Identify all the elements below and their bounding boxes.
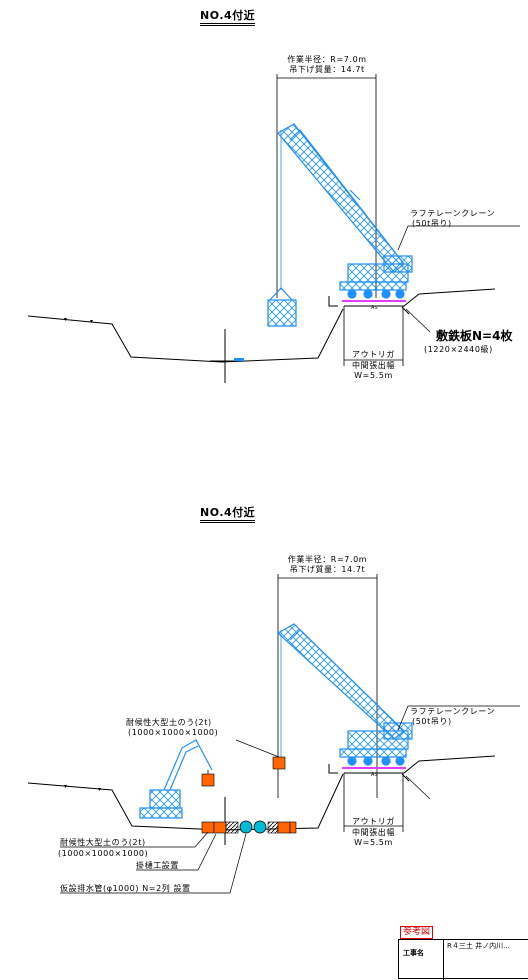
crane-capacity-label-2: (50t吊り) <box>412 717 452 726</box>
outrigger-label-2: アウトリガ <box>352 817 395 826</box>
diagram-1: ▾ ▾ <box>27 74 520 383</box>
radius-dimension-2 <box>277 574 378 798</box>
sandbag-row <box>201 821 297 834</box>
reference-tag: 参考図 <box>400 926 434 939</box>
ground-profile-1: ▾ ▾ <box>27 288 496 383</box>
work-radius-label-2: 作業半径：R=7.0m <box>287 555 368 564</box>
reference-divider <box>443 940 444 980</box>
lift-mass-label-2: 吊下げ質量：14.7t <box>289 565 366 574</box>
gutter-label: 掛樋工設置 <box>136 861 179 870</box>
svg-text:▾: ▾ <box>90 318 93 325</box>
sandbag-lower-label: 耐候性大型土のう(2t) <box>60 838 146 847</box>
lift-mass-label-1: 吊下げ質量：14.7t <box>289 65 365 74</box>
crane-icon <box>276 623 413 766</box>
reference-col2: R４三土 井ノ内川... <box>447 942 510 950</box>
drain-pipe-label: 仮設排水管(φ1000) N=2列 設置 <box>60 884 191 893</box>
work-radius-label-1: 作業半径：R=7.0m <box>287 55 367 64</box>
sandbag-hanging <box>272 756 286 770</box>
outrigger-width-label-1: W=5.5m <box>354 371 393 380</box>
crane-capacity-label-1: (50t吊り) <box>412 219 452 228</box>
ground-profile-2: ▾ ▾ <box>27 755 496 845</box>
reference-col1: 工事名 <box>403 949 424 957</box>
leaders-2 <box>60 705 520 894</box>
sandbag-upper-label: 耐候性大型土のう(2t) <box>126 718 212 727</box>
svg-text:▾: ▾ <box>64 783 67 790</box>
diagram-title-2: NO.4付近 <box>200 506 256 523</box>
outrigger-extension-label-2: 中間張出幅 <box>352 828 395 837</box>
radius-dimension-1 <box>276 74 377 298</box>
pavement-label-1: As <box>371 305 379 311</box>
pavement-label-2: As <box>371 772 379 778</box>
steel-plate-size: (1220×2440級) <box>424 345 493 354</box>
svg-text:▾: ▾ <box>98 786 101 793</box>
outrigger-label-1: アウトリガ <box>352 350 395 359</box>
drawing-canvas: ▾ ▾ <box>27 74 520 894</box>
diagram-2: ▾ ▾ <box>27 574 520 894</box>
crane-name-label-1: ラフテレーンクレーン <box>410 209 496 218</box>
steel-plate-label: 敷鉄板N=4枚 <box>436 329 513 343</box>
leaders-1 <box>397 225 520 333</box>
reference-box: 工事名 R４三土 井ノ内川... <box>398 939 528 980</box>
outrigger-dimension-2 <box>343 773 404 832</box>
crane-name-label-2: ラフテレーンクレーン <box>410 707 496 716</box>
outrigger-extension-label-1: 中間張出幅 <box>352 361 395 370</box>
sandbag-upper-size: (1000×1000×1000) <box>128 728 219 737</box>
water-level-marker <box>234 358 244 361</box>
outrigger-width-label-2: W=5.5m <box>354 838 393 847</box>
sandbag-lower-size: (1000×1000×1000) <box>58 849 149 858</box>
drain-pipes <box>239 820 267 834</box>
excavator-icon <box>139 739 213 819</box>
sandbag-excavator <box>201 773 215 787</box>
outrigger-dimension-1 <box>343 306 404 366</box>
crane-icon <box>267 123 413 327</box>
diagram-title-1: NO.4付近 <box>200 9 256 26</box>
svg-text:▾: ▾ <box>64 316 67 323</box>
